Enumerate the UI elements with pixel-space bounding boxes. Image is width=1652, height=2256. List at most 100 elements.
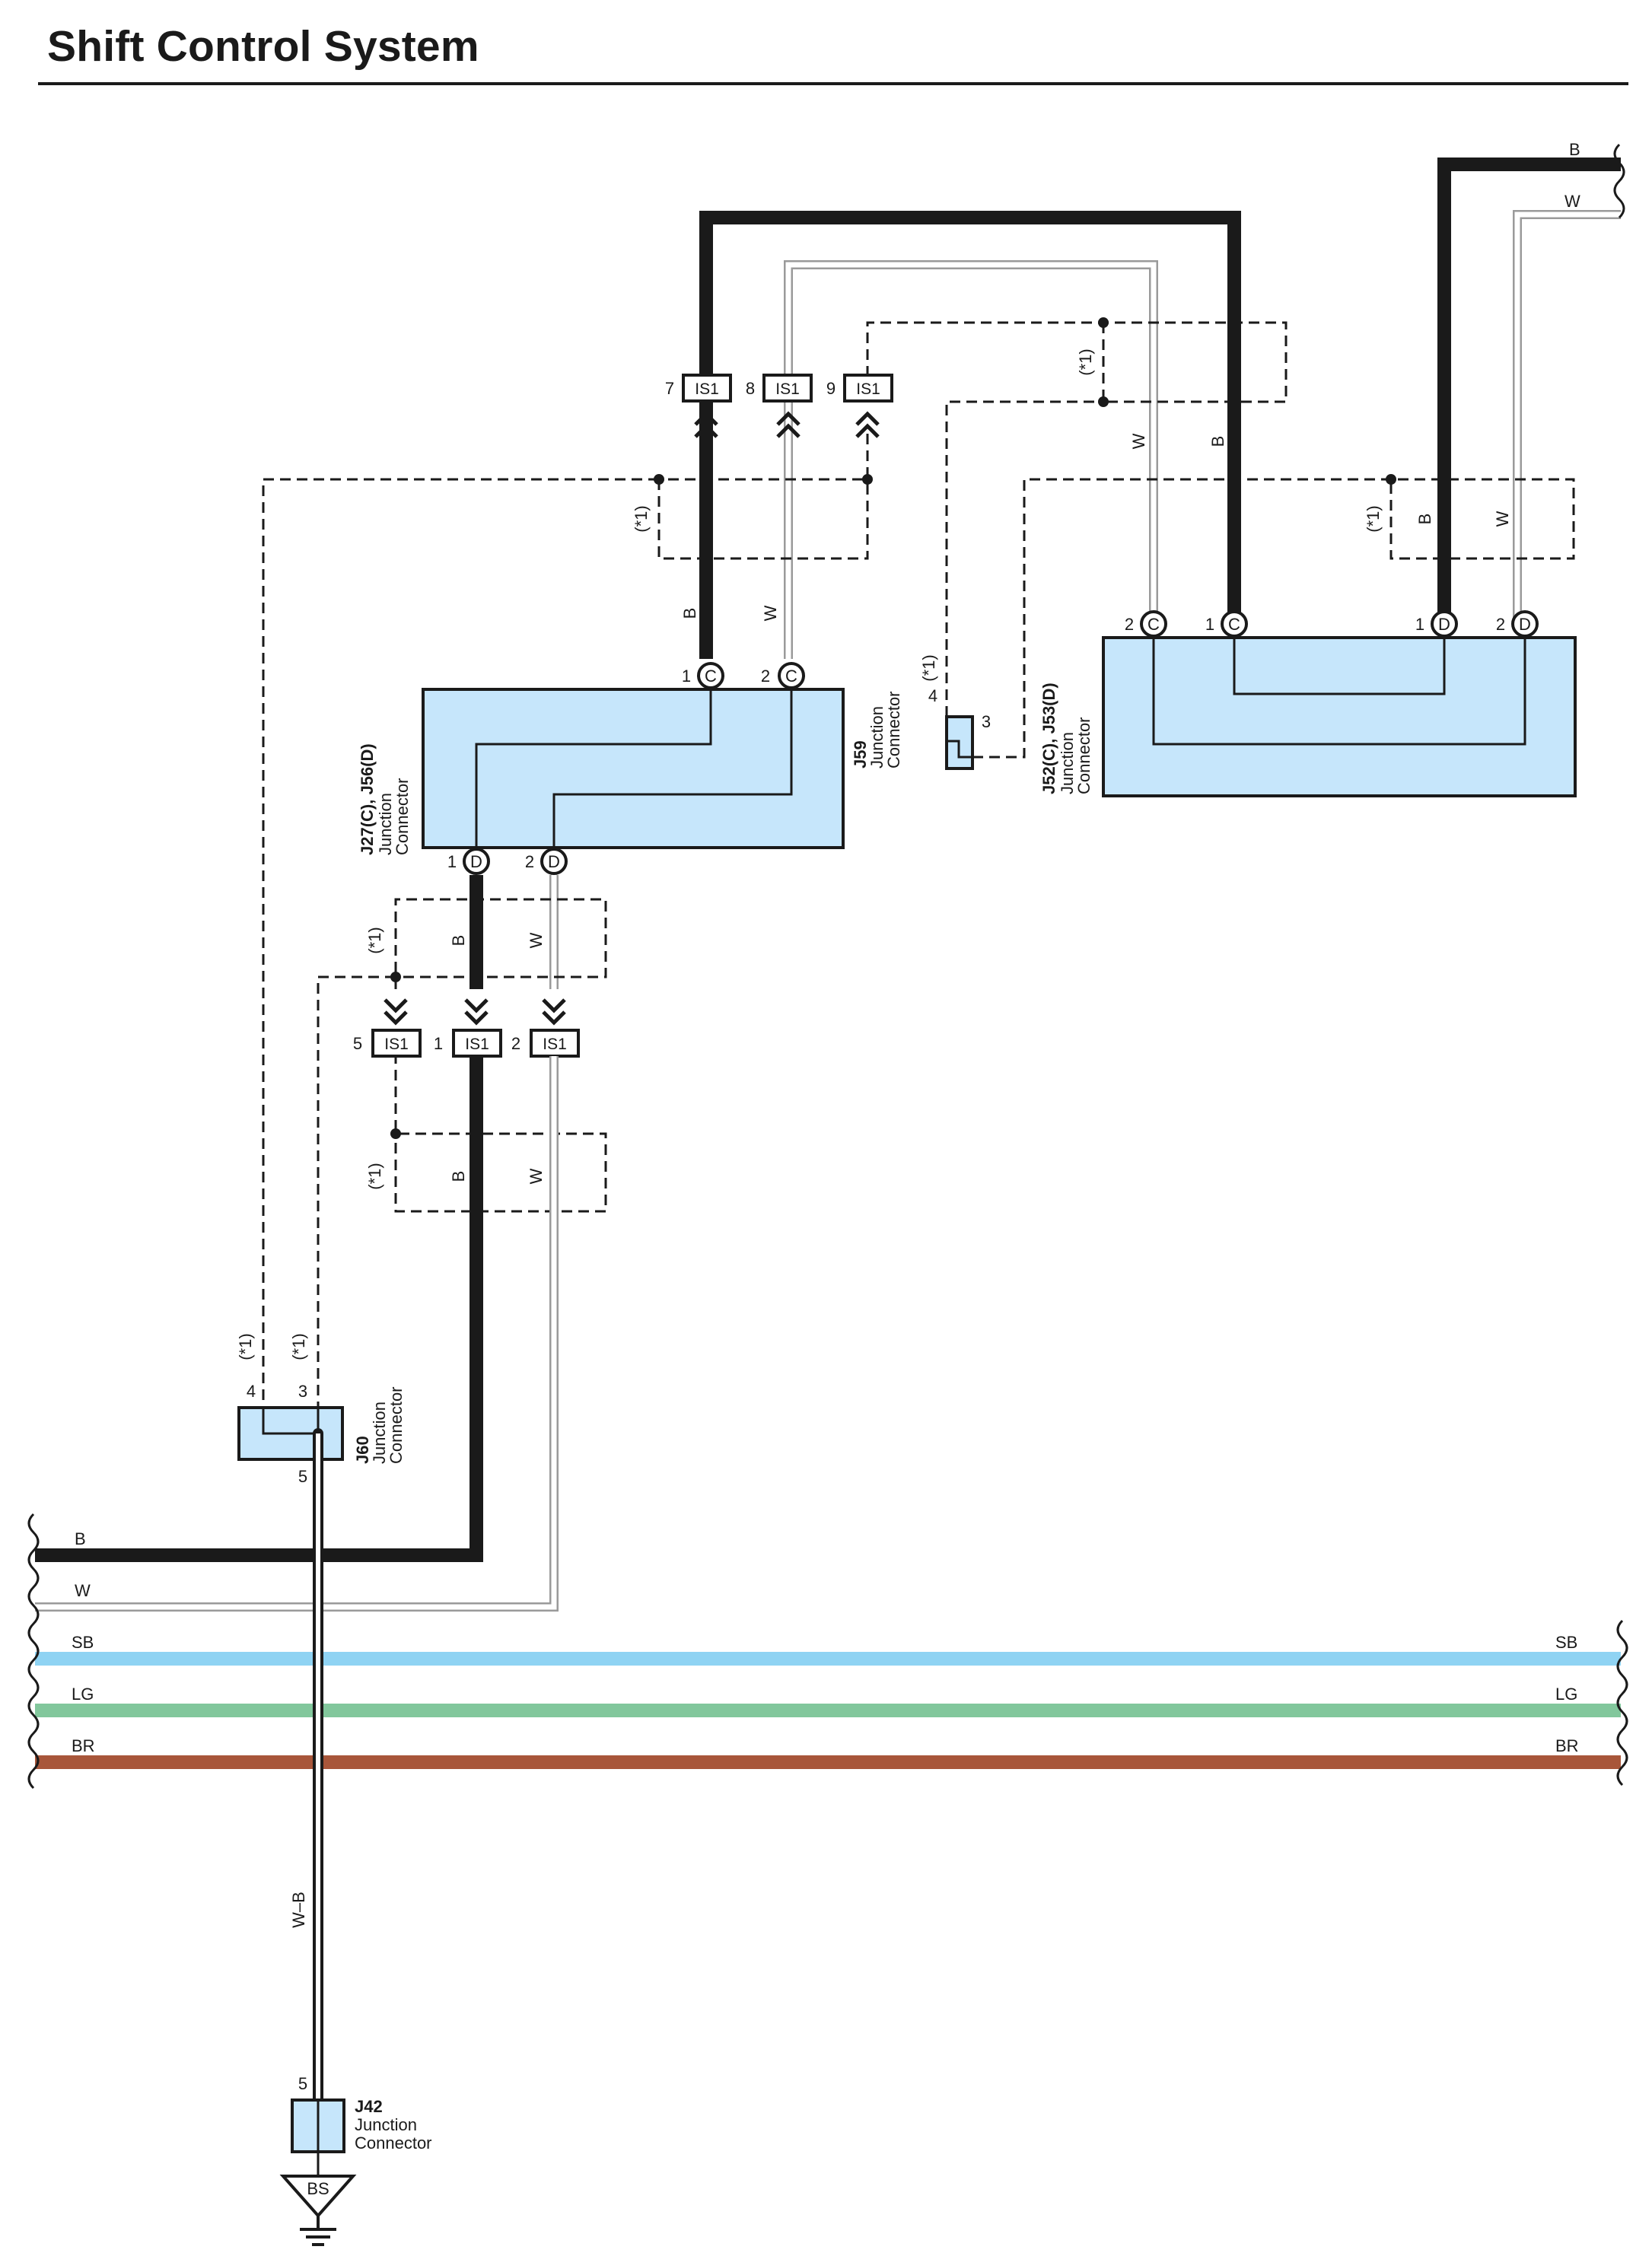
svg-text:Connector: Connector — [393, 778, 412, 855]
svg-text:3: 3 — [298, 1382, 307, 1401]
junction-dot — [1386, 474, 1396, 485]
svg-text:Junction: Junction — [370, 1402, 389, 1464]
wire-label-w: W — [761, 605, 780, 621]
bus-label-sb-right: SB — [1555, 1633, 1577, 1652]
svg-text:C: C — [705, 667, 717, 686]
bus-label-br-right: BR — [1555, 1736, 1579, 1755]
svg-text:D: D — [548, 852, 560, 871]
top-b-wire — [699, 211, 1241, 659]
svg-text:Junction: Junction — [376, 793, 395, 855]
optional-mark: (*1) — [289, 1333, 308, 1360]
svg-text:8: 8 — [746, 379, 755, 398]
bus-label-br-left: BR — [72, 1736, 95, 1755]
svg-text:J59: J59 — [851, 740, 870, 768]
connector-j59: 4 3 J59 Junction Connector — [851, 686, 991, 770]
in-line-connector-is1-9: IS1 9 — [826, 374, 893, 438]
svg-text:IS1: IS1 — [384, 1036, 409, 1053]
svg-text:Connector: Connector — [355, 2133, 432, 2153]
svg-text:4: 4 — [928, 686, 937, 705]
junction-dot — [862, 474, 873, 485]
svg-text:2: 2 — [1125, 615, 1134, 634]
svg-text:IS1: IS1 — [695, 380, 719, 398]
wire-label-wb: W–B — [289, 1892, 308, 1928]
bus-label-lg-right: LG — [1555, 1685, 1577, 1704]
svg-text:1: 1 — [1205, 615, 1214, 634]
junction-dot — [390, 972, 401, 982]
optional-mark: (*1) — [365, 927, 384, 953]
in-line-connector-is1-8: IS1 8 — [746, 374, 813, 438]
in-line-connector-is1-5: IS1 5 — [353, 998, 422, 1058]
svg-text:1: 1 — [682, 667, 691, 686]
wire-label-w: W — [527, 932, 546, 948]
svg-text:C: C — [1228, 615, 1240, 634]
junction-dot — [654, 474, 664, 485]
svg-text:5: 5 — [353, 1034, 362, 1053]
svg-text:2: 2 — [761, 667, 770, 686]
top-w-wire — [784, 260, 1158, 659]
svg-text:C: C — [1147, 615, 1160, 634]
svg-text:IS1: IS1 — [775, 380, 800, 398]
wire-label-w: W — [1493, 511, 1512, 527]
connector-j60: 4 3 5 J60 Junction Connector — [237, 1382, 406, 1486]
wire-break-left — [27, 1513, 40, 1790]
svg-text:4: 4 — [247, 1382, 256, 1401]
junction-dot — [1098, 317, 1109, 328]
wire-label-w: W — [527, 1168, 546, 1184]
connector-j27-j56: C C D D 1 2 1 2 J27(C), J56(D) Junction … — [358, 662, 845, 875]
svg-text:C: C — [785, 667, 797, 686]
svg-text:2: 2 — [525, 852, 534, 871]
svg-text:7: 7 — [665, 379, 674, 398]
wire-label-b: B — [680, 608, 699, 619]
svg-text:1: 1 — [447, 852, 457, 871]
optional-mark: (*1) — [1364, 505, 1383, 532]
svg-text:2: 2 — [1496, 615, 1505, 634]
lower-b-wire — [35, 1056, 483, 1562]
svg-text:D: D — [1438, 615, 1450, 634]
wire-label-b: B — [449, 935, 468, 947]
svg-text:1: 1 — [434, 1034, 443, 1053]
wire-label-b: B — [1208, 436, 1227, 447]
svg-text:Connector: Connector — [1074, 717, 1093, 794]
lower-w-wire — [35, 1056, 559, 1612]
connector-j42: 5 J42 Junction Connector — [291, 2074, 432, 2184]
wire-break-right-top — [1613, 143, 1625, 219]
wire-label-right-b: B — [1569, 140, 1580, 159]
svg-text:D: D — [1519, 615, 1531, 634]
svg-text:J27(C), J56(D): J27(C), J56(D) — [358, 743, 377, 855]
junction-dot — [1098, 396, 1109, 407]
svg-text:Connector: Connector — [387, 1386, 406, 1464]
wire-break-right-bus — [1616, 1619, 1628, 1787]
bus-label-w: W — [75, 1581, 91, 1600]
svg-text:9: 9 — [826, 379, 836, 398]
wire-label-right-w: W — [1564, 192, 1580, 211]
svg-text:J42: J42 — [355, 2097, 383, 2116]
svg-text:3: 3 — [982, 712, 991, 731]
svg-text:J52(C), J53(D): J52(C), J53(D) — [1039, 683, 1058, 794]
svg-text:5: 5 — [298, 1467, 307, 1486]
svg-text:BS: BS — [307, 2179, 329, 2198]
svg-text:Junction: Junction — [355, 2115, 417, 2134]
optional-mark: (*1) — [919, 654, 938, 681]
optional-mark: (*1) — [632, 505, 651, 532]
svg-text:5: 5 — [298, 2074, 307, 2093]
svg-text:Connector: Connector — [884, 691, 903, 768]
svg-text:D: D — [470, 852, 482, 871]
wire-label-b: B — [1415, 514, 1434, 525]
svg-text:1: 1 — [1415, 615, 1424, 634]
optional-circuit-mid — [317, 898, 607, 1408]
optional-mark: (*1) — [365, 1163, 384, 1189]
page-title: Shift Control System — [47, 22, 479, 71]
optional-circuit-top — [262, 321, 1575, 1408]
optional-mark: (*1) — [236, 1333, 255, 1360]
in-line-connector-is1-2: IS1 2 — [511, 998, 580, 1058]
in-line-connector-is1-1: IS1 1 — [434, 998, 502, 1058]
svg-text:IS1: IS1 — [856, 380, 880, 398]
bus-label-lg-left: LG — [72, 1685, 94, 1704]
title-rule — [38, 82, 1628, 85]
svg-text:J60: J60 — [353, 1436, 372, 1464]
right-w-wire — [1513, 210, 1621, 618]
connector-j52-j53: C C D D 2 1 1 2 J52(C), J53(D) Junction … — [1039, 610, 1577, 797]
bus-label-b: B — [75, 1529, 86, 1548]
right-b-wire — [1437, 158, 1621, 618]
